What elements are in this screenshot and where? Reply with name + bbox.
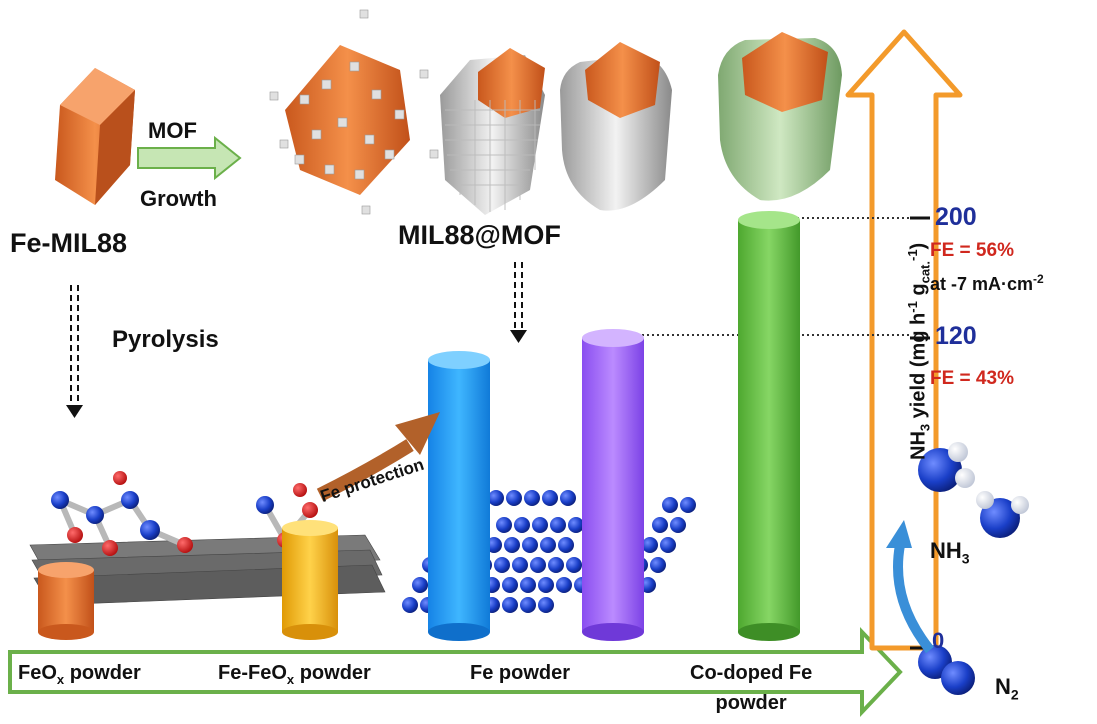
growth-label-bottom: Growth	[140, 186, 217, 211]
pyrolysis-arrow	[70, 285, 79, 405]
process-baseline-arrow	[8, 626, 903, 718]
yield-axis-title: NH3 yield (mg h-1 gcat.-1)	[905, 242, 933, 460]
fe-protection-arrow	[316, 412, 440, 502]
fe-mil88-crystal	[55, 68, 135, 205]
core-shell-crystal	[560, 42, 672, 211]
n2-molecule	[918, 645, 975, 695]
core-shell-pyrolysis-arrow	[514, 262, 523, 330]
product-label-feox: FeOx powder	[18, 662, 141, 687]
yield-axis-arrow	[845, 29, 963, 651]
nh3-molecules	[918, 442, 1029, 538]
bar-feox	[38, 562, 94, 640]
n2-label: N2	[995, 674, 1019, 703]
nh3-label: NH3	[930, 538, 970, 567]
growth-label-top: MOF	[148, 118, 197, 143]
fe-note-43: FE = 43%	[930, 368, 1014, 389]
bar-fe-feox	[282, 520, 338, 640]
conversion-arrow	[886, 520, 934, 654]
product-label-fe: Fe powder	[470, 662, 571, 684]
bar-co-doped-fe	[738, 211, 800, 641]
product-label-fe-feox: Fe-FeOx powder	[218, 662, 371, 687]
fe-mil88-label: Fe-MIL88	[10, 228, 128, 258]
mil88-mof-label: MIL88@MOF	[398, 220, 561, 250]
bar-fe	[428, 351, 490, 641]
seeded-crystal	[269, 9, 439, 215]
tick-0: 0	[932, 628, 945, 653]
bar-unlabeled-purple	[582, 329, 644, 641]
fe-note-56: FE = 56%	[930, 240, 1014, 261]
tick-200: 200	[935, 203, 977, 231]
doped-core-shell-crystal	[718, 32, 842, 201]
mof-coated-crystal	[440, 48, 545, 215]
tick-120: 120	[935, 322, 977, 350]
growth-arrow	[137, 135, 242, 181]
current-density-note: at -7 mA·cm-2	[930, 272, 1044, 294]
pyrolysis-label: Pyrolysis	[112, 326, 219, 353]
